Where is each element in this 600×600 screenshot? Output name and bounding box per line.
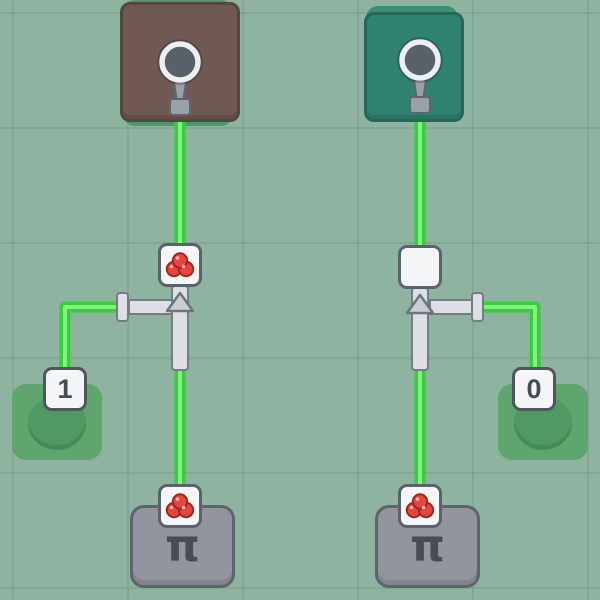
- output-box-right[interactable]: [364, 12, 464, 122]
- input-button-one-label: 1: [57, 373, 73, 404]
- socket-ring: [399, 39, 441, 81]
- socket-nozzle: [169, 98, 191, 116]
- wire-core: [472, 305, 537, 392]
- pi-symbol-left: π: [165, 520, 200, 572]
- input-button-zero[interactable]: 0: [512, 367, 556, 411]
- socket-nozzle: [409, 96, 431, 114]
- valve-port-cap-left: [116, 292, 129, 322]
- socket-outer-ring: [397, 37, 443, 83]
- wire-core: [63, 305, 128, 392]
- berry-cluster-icon: [165, 493, 195, 519]
- valve-right[interactable]: [398, 245, 442, 289]
- container-port-right[interactable]: [398, 484, 442, 528]
- arrow-up-icon: [405, 293, 435, 315]
- input-button-one[interactable]: 1: [43, 367, 87, 411]
- socket-outer-ring: [157, 39, 203, 85]
- input-button-zero-label: 0: [526, 373, 542, 404]
- container-port-left[interactable]: [158, 484, 202, 528]
- circle-socket-icon: [157, 39, 203, 116]
- berry-cluster-icon: [405, 493, 435, 519]
- valve-port-cap-right: [471, 292, 484, 322]
- berry-cluster-icon: [165, 252, 195, 278]
- socket-ring: [159, 41, 201, 83]
- pi-container-right[interactable]: π: [375, 505, 480, 588]
- valve-left[interactable]: [158, 243, 202, 287]
- circle-socket-icon: [397, 37, 443, 114]
- pi-symbol-right: π: [410, 520, 445, 572]
- arrow-up-icon: [165, 291, 195, 313]
- output-box-left[interactable]: [120, 2, 240, 122]
